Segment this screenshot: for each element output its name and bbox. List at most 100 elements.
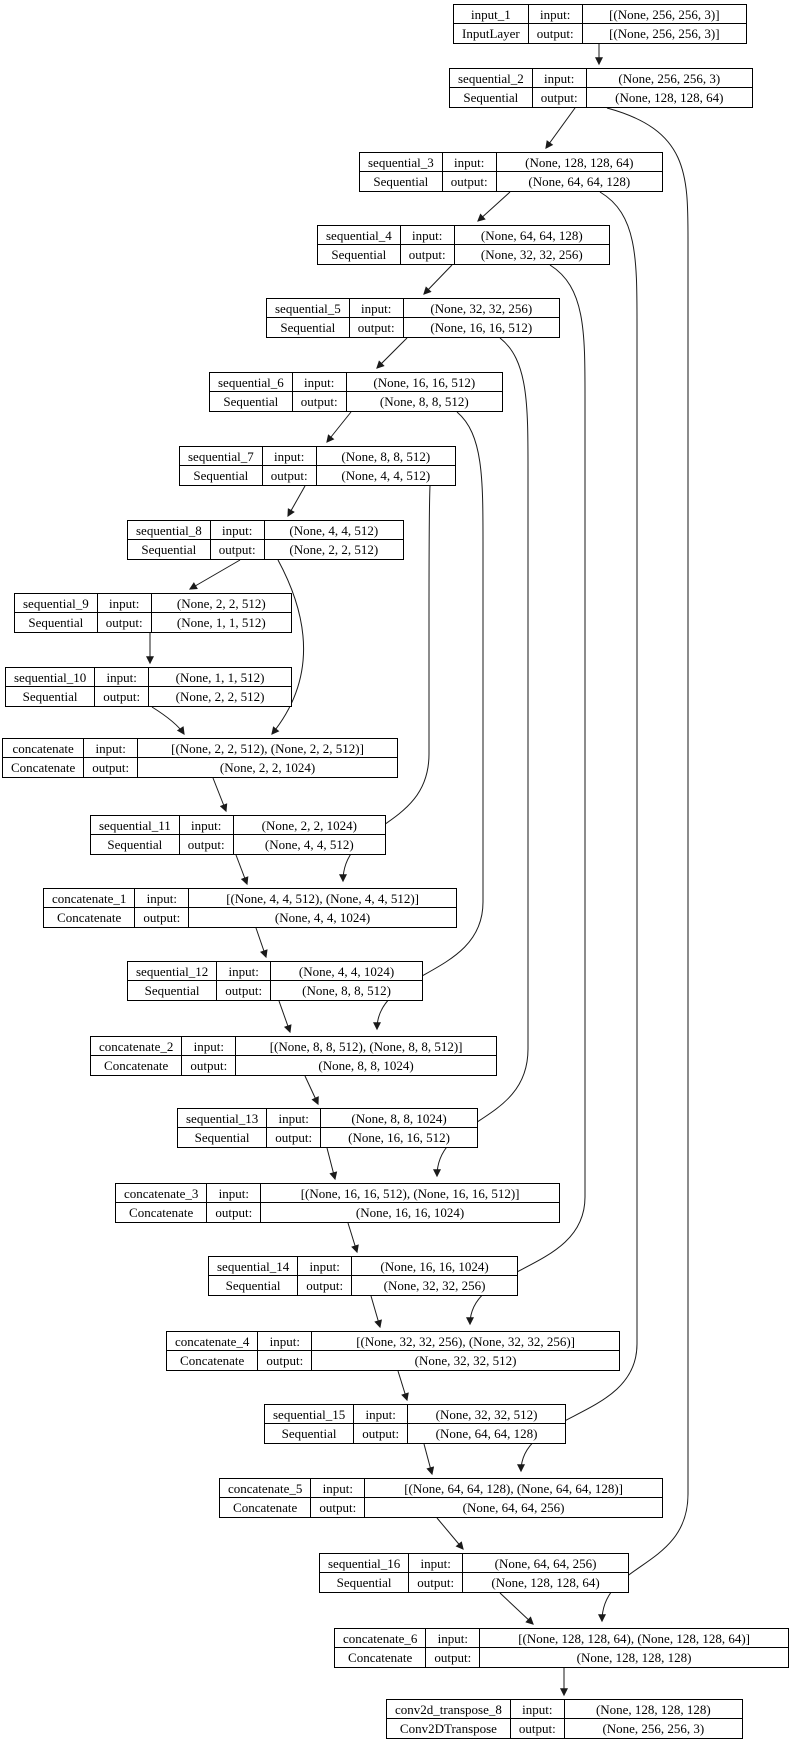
edge-sequential_2-to-sequential_3 bbox=[545, 107, 576, 149]
input-shape: [(None, 128, 128, 64), (None, 128, 128, … bbox=[480, 1629, 788, 1648]
input-shape: [(None, 8, 8, 512), (None, 8, 8, 512)] bbox=[236, 1037, 496, 1056]
edge-sequential_3-to-concatenate_5 bbox=[517, 191, 638, 1473]
layer-type: Concatenate bbox=[91, 1056, 183, 1075]
output-shape: (None, 4, 4, 1024) bbox=[274, 910, 371, 925]
output-label: output: bbox=[207, 1203, 262, 1222]
output-label: output: bbox=[258, 1351, 313, 1370]
output-label: output: bbox=[426, 1648, 481, 1667]
output-shape: (None, 4, 4, 512) bbox=[341, 468, 431, 483]
input-label: input: bbox=[135, 889, 190, 908]
layer-name: sequential_8 bbox=[128, 521, 211, 540]
output-label: output: bbox=[84, 758, 139, 777]
output-shape: (None, 64, 64, 256) bbox=[462, 1500, 565, 1515]
layer-type: Concatenate bbox=[167, 1351, 259, 1370]
input-label: input: bbox=[267, 1109, 322, 1128]
layer-name: concatenate_6 bbox=[335, 1629, 427, 1648]
output-label: output: bbox=[293, 392, 347, 411]
layer-type: Sequential bbox=[128, 981, 218, 1000]
input-label: input: bbox=[292, 373, 347, 392]
output-label: output: bbox=[354, 1424, 409, 1443]
output-shape: (None, 4, 4, 512) bbox=[264, 837, 354, 852]
input-label: input: bbox=[510, 1700, 565, 1719]
output-label: output: bbox=[311, 1498, 366, 1517]
layer-type: Concatenate bbox=[3, 758, 85, 777]
edge-concatenate_1-to-sequential_12 bbox=[255, 927, 268, 959]
layer-name: sequential_4 bbox=[318, 226, 401, 245]
output-shape: (None, 64, 64, 128) bbox=[435, 1426, 538, 1441]
layer-type: Sequential bbox=[267, 318, 350, 337]
input-label: input: bbox=[400, 226, 455, 245]
input-shape: [(None, 2, 2, 512), (None, 2, 2, 512)] bbox=[138, 739, 397, 758]
layer-type: Sequential bbox=[209, 1276, 299, 1295]
layer-type: Concatenate bbox=[220, 1498, 312, 1517]
layer-type: Sequential bbox=[450, 88, 533, 107]
input-shape: (None, 64, 64, 256) bbox=[463, 1554, 628, 1573]
edge-sequential_6-to-sequential_7 bbox=[326, 411, 352, 443]
input-label: input: bbox=[532, 69, 587, 88]
layer-name: input_1 bbox=[454, 5, 529, 24]
input-label: input: bbox=[258, 1332, 313, 1351]
layer-type: Sequential bbox=[128, 540, 211, 559]
layer-name: concatenate_5 bbox=[220, 1479, 312, 1498]
output-shape: (None, 16, 16, 512) bbox=[348, 1130, 450, 1145]
output-label: output: bbox=[443, 172, 497, 191]
output-label: output: bbox=[511, 1719, 565, 1738]
output-shape: (None, 128, 128, 64) bbox=[615, 90, 724, 105]
output-label: output: bbox=[401, 245, 455, 264]
output-label: output: bbox=[298, 1276, 353, 1295]
layer-name: sequential_2 bbox=[450, 69, 533, 88]
input-label: input: bbox=[311, 1479, 366, 1498]
output-shape: (None, 128, 128, 128) bbox=[576, 1650, 692, 1665]
layer-type: Concatenate bbox=[44, 908, 136, 927]
output-shape: (None, 16, 16, 512) bbox=[430, 320, 533, 335]
output-shape: (None, 8, 8, 512) bbox=[379, 394, 469, 409]
layer-type: Sequential bbox=[360, 172, 443, 191]
edge-sequential_5-to-sequential_6 bbox=[376, 337, 408, 369]
input-shape: (None, 8, 8, 512) bbox=[316, 447, 455, 466]
edge-sequential_15-to-concatenate_5 bbox=[423, 1443, 435, 1476]
input-label: input: bbox=[354, 1405, 409, 1424]
layer-type: Sequential bbox=[318, 245, 401, 264]
layer-type: Concatenate bbox=[116, 1203, 208, 1222]
input-shape: [(None, 16, 16, 512), (None, 16, 16, 512… bbox=[261, 1184, 559, 1203]
output-label: output: bbox=[182, 1056, 237, 1075]
input-label: input: bbox=[207, 1184, 262, 1203]
input-label: input: bbox=[97, 594, 152, 613]
input-shape: [(None, 32, 32, 256), (None, 32, 32, 256… bbox=[312, 1332, 619, 1351]
input-label: input: bbox=[217, 962, 272, 981]
edge-sequential_13-to-concatenate_3 bbox=[326, 1147, 338, 1181]
layer-type: InputLayer bbox=[454, 24, 529, 43]
layer-name: sequential_15 bbox=[265, 1405, 355, 1424]
output-shape: (None, 16, 16, 1024) bbox=[355, 1205, 465, 1220]
layer-name: sequential_5 bbox=[267, 299, 350, 318]
layer-type: Sequential bbox=[320, 1573, 410, 1592]
input-shape: (None, 32, 32, 256) bbox=[403, 299, 559, 318]
input-label: input: bbox=[95, 668, 150, 687]
layer-name: sequential_11 bbox=[91, 816, 180, 835]
input-label: input: bbox=[426, 1629, 481, 1648]
input-shape: (None, 16, 16, 1024) bbox=[352, 1257, 517, 1276]
layer-type: Sequential bbox=[180, 466, 263, 485]
edge-sequential_7-to-sequential_8 bbox=[287, 485, 306, 518]
output-shape: [(None, 256, 256, 3)] bbox=[609, 26, 720, 41]
output-shape: (None, 32, 32, 512) bbox=[414, 1353, 517, 1368]
input-shape: (None, 256, 256, 3) bbox=[586, 69, 752, 88]
input-shape: [(None, 4, 4, 512), (None, 4, 4, 512)] bbox=[189, 889, 456, 908]
output-label: output: bbox=[409, 1573, 464, 1592]
input-shape: (None, 1, 1, 512) bbox=[149, 668, 291, 687]
layer-type: Sequential bbox=[265, 1424, 355, 1443]
input-shape: (None, 8, 8, 1024) bbox=[321, 1109, 477, 1128]
